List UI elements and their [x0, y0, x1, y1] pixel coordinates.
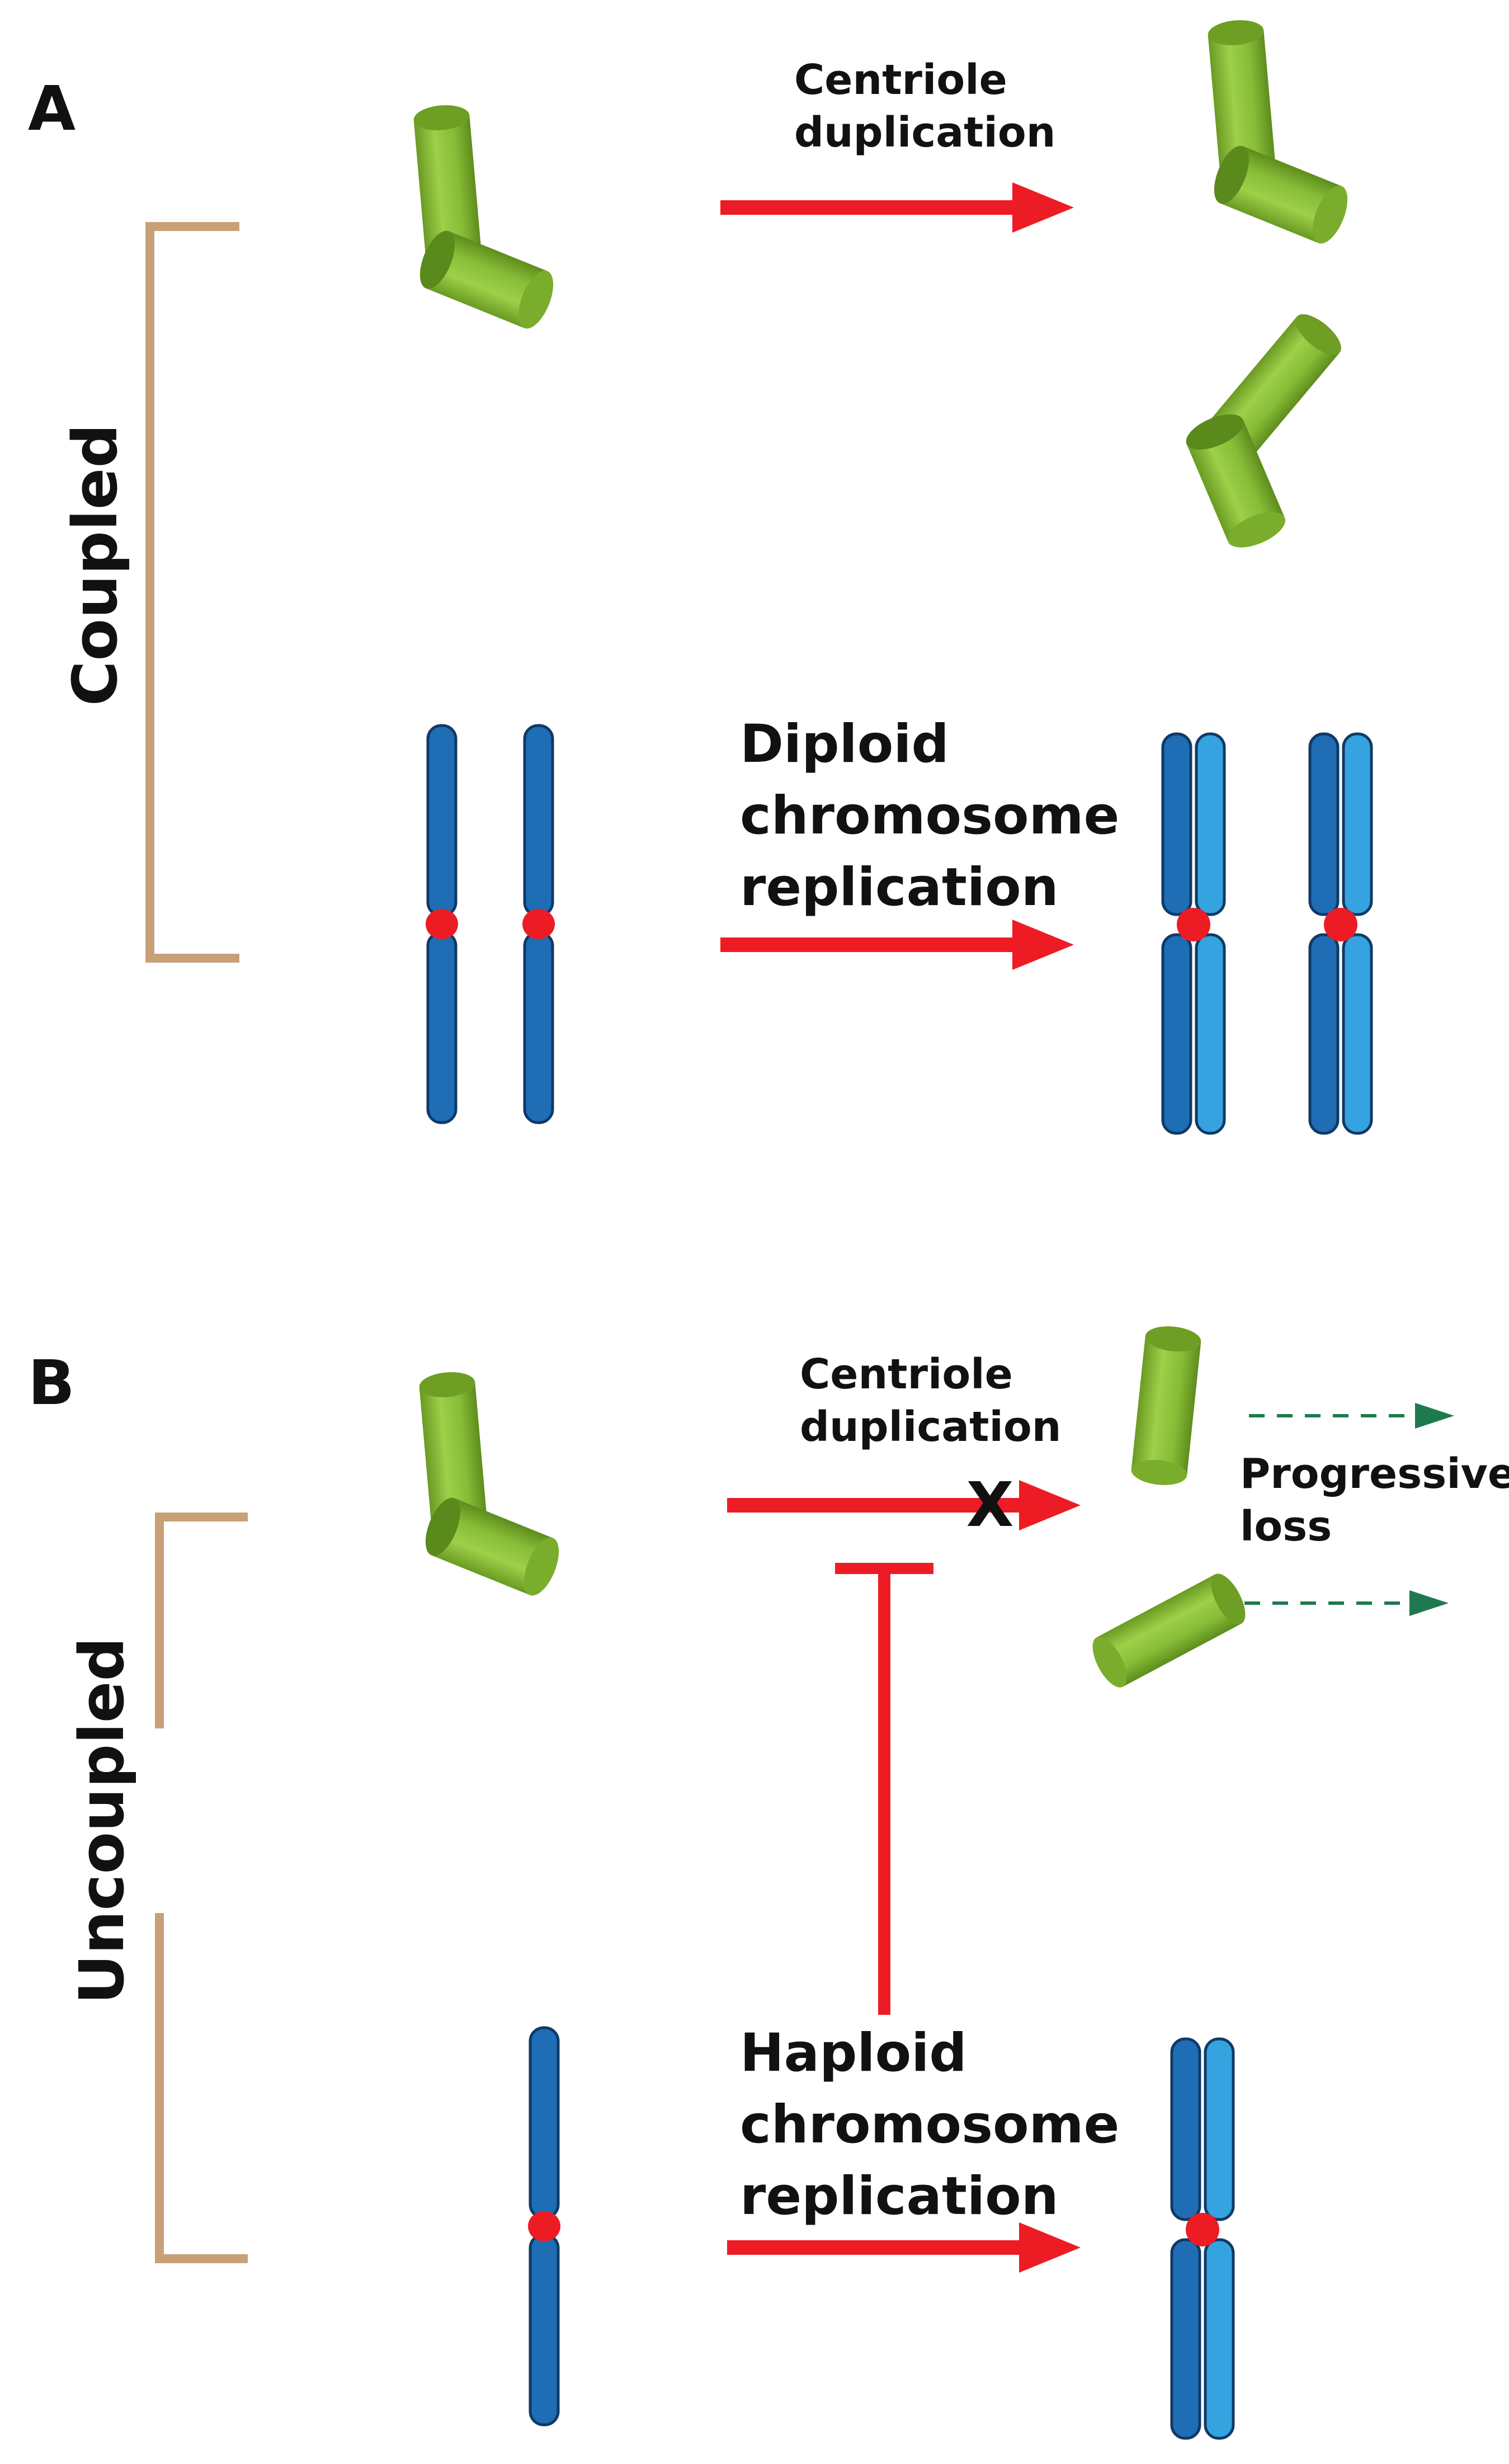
chromosome-replication-arrow-a — [720, 920, 1074, 970]
centriole-pair-original — [413, 103, 560, 333]
chromosome-replicated-haploid — [1172, 2039, 1233, 2438]
centriole-pair-b — [418, 1370, 566, 1600]
chromosome-unreplicated-1 — [426, 725, 458, 1123]
haploid-label-line2: chromosome — [740, 2094, 1119, 2155]
inhibition-bar — [835, 1563, 933, 2015]
centriole-duplication-label-line1: Centriole — [794, 56, 1007, 104]
chromosome-unreplicated-haploid — [528, 2028, 560, 2425]
progressive-loss-label-line2: loss — [1240, 1502, 1332, 1551]
uncoupled-label: Uncoupled — [66, 1637, 138, 2005]
lone-centriole-lower — [1086, 1568, 1252, 1693]
panel-b-letter: B — [28, 1347, 75, 1419]
centriole-duplication-label-b-line2: duplication — [800, 1403, 1061, 1451]
loss-arrow-lower — [1244, 1590, 1449, 1616]
diploid-label-line1: Diploid — [740, 714, 949, 775]
panel-b: B Uncoupled Centriole duplication X Prog… — [28, 1323, 1509, 2438]
block-mark: X — [966, 1469, 1014, 1540]
centriole-pair-duplicated-1 — [1207, 18, 1355, 248]
centriole-duplication-arrow — [720, 182, 1074, 233]
loss-arrow-upper — [1249, 1403, 1454, 1429]
haploid-label-line3: replication — [740, 2166, 1059, 2227]
uncoupled-bracket-lower — [155, 1913, 248, 2263]
progressive-loss-label-line1: Progressive — [1240, 1450, 1509, 1498]
panel-a: A Coupled Centriole duplication Diploid … — [28, 18, 1413, 1133]
diploid-label-line3: replication — [740, 857, 1059, 918]
chromosome-unreplicated-2 — [522, 725, 555, 1123]
haploid-label-line1: Haploid — [740, 2023, 967, 2084]
centriole-pair-duplicated-2 — [1145, 304, 1413, 571]
centriole-duplication-arrow-blocked — [727, 1480, 1081, 1530]
diploid-label-line2: chromosome — [740, 785, 1119, 846]
centriole-duplication-label-b-line1: Centriole — [800, 1350, 1013, 1398]
chromosome-replication-arrow-b — [727, 2222, 1081, 2273]
chromosome-replicated-2 — [1310, 734, 1371, 1133]
lone-centriole-upper — [1130, 1323, 1203, 1488]
centriole-duplication-label-line2: duplication — [794, 109, 1055, 157]
uncoupled-bracket-upper — [155, 1513, 248, 1728]
coupled-bracket — [145, 222, 239, 963]
panel-a-letter: A — [28, 73, 76, 144]
coupled-label: Coupled — [59, 424, 131, 706]
chromosome-replicated-1 — [1163, 734, 1224, 1133]
